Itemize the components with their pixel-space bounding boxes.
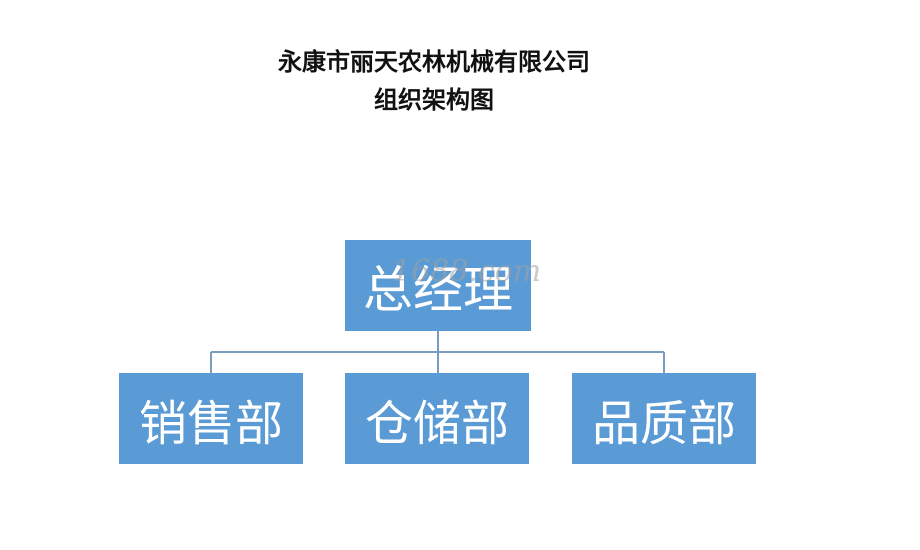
org-node-label: 仓储部 <box>364 395 509 452</box>
org-node-label: 品质部 <box>591 395 736 452</box>
org-node-sales-dept: 销售部 <box>119 373 303 464</box>
org-node-quality-dept: 品质部 <box>572 373 756 464</box>
org-node-label: 销售部 <box>138 395 283 452</box>
org-node-label: 总经理 <box>363 260 513 319</box>
company-name-title: 永康市丽天农林机械有限公司 <box>278 48 590 76</box>
org-node-general-manager: 总经理 <box>345 240 531 331</box>
chart-title: 组织架构图 <box>374 86 494 114</box>
org-node-warehouse-dept: 仓储部 <box>345 373 529 464</box>
